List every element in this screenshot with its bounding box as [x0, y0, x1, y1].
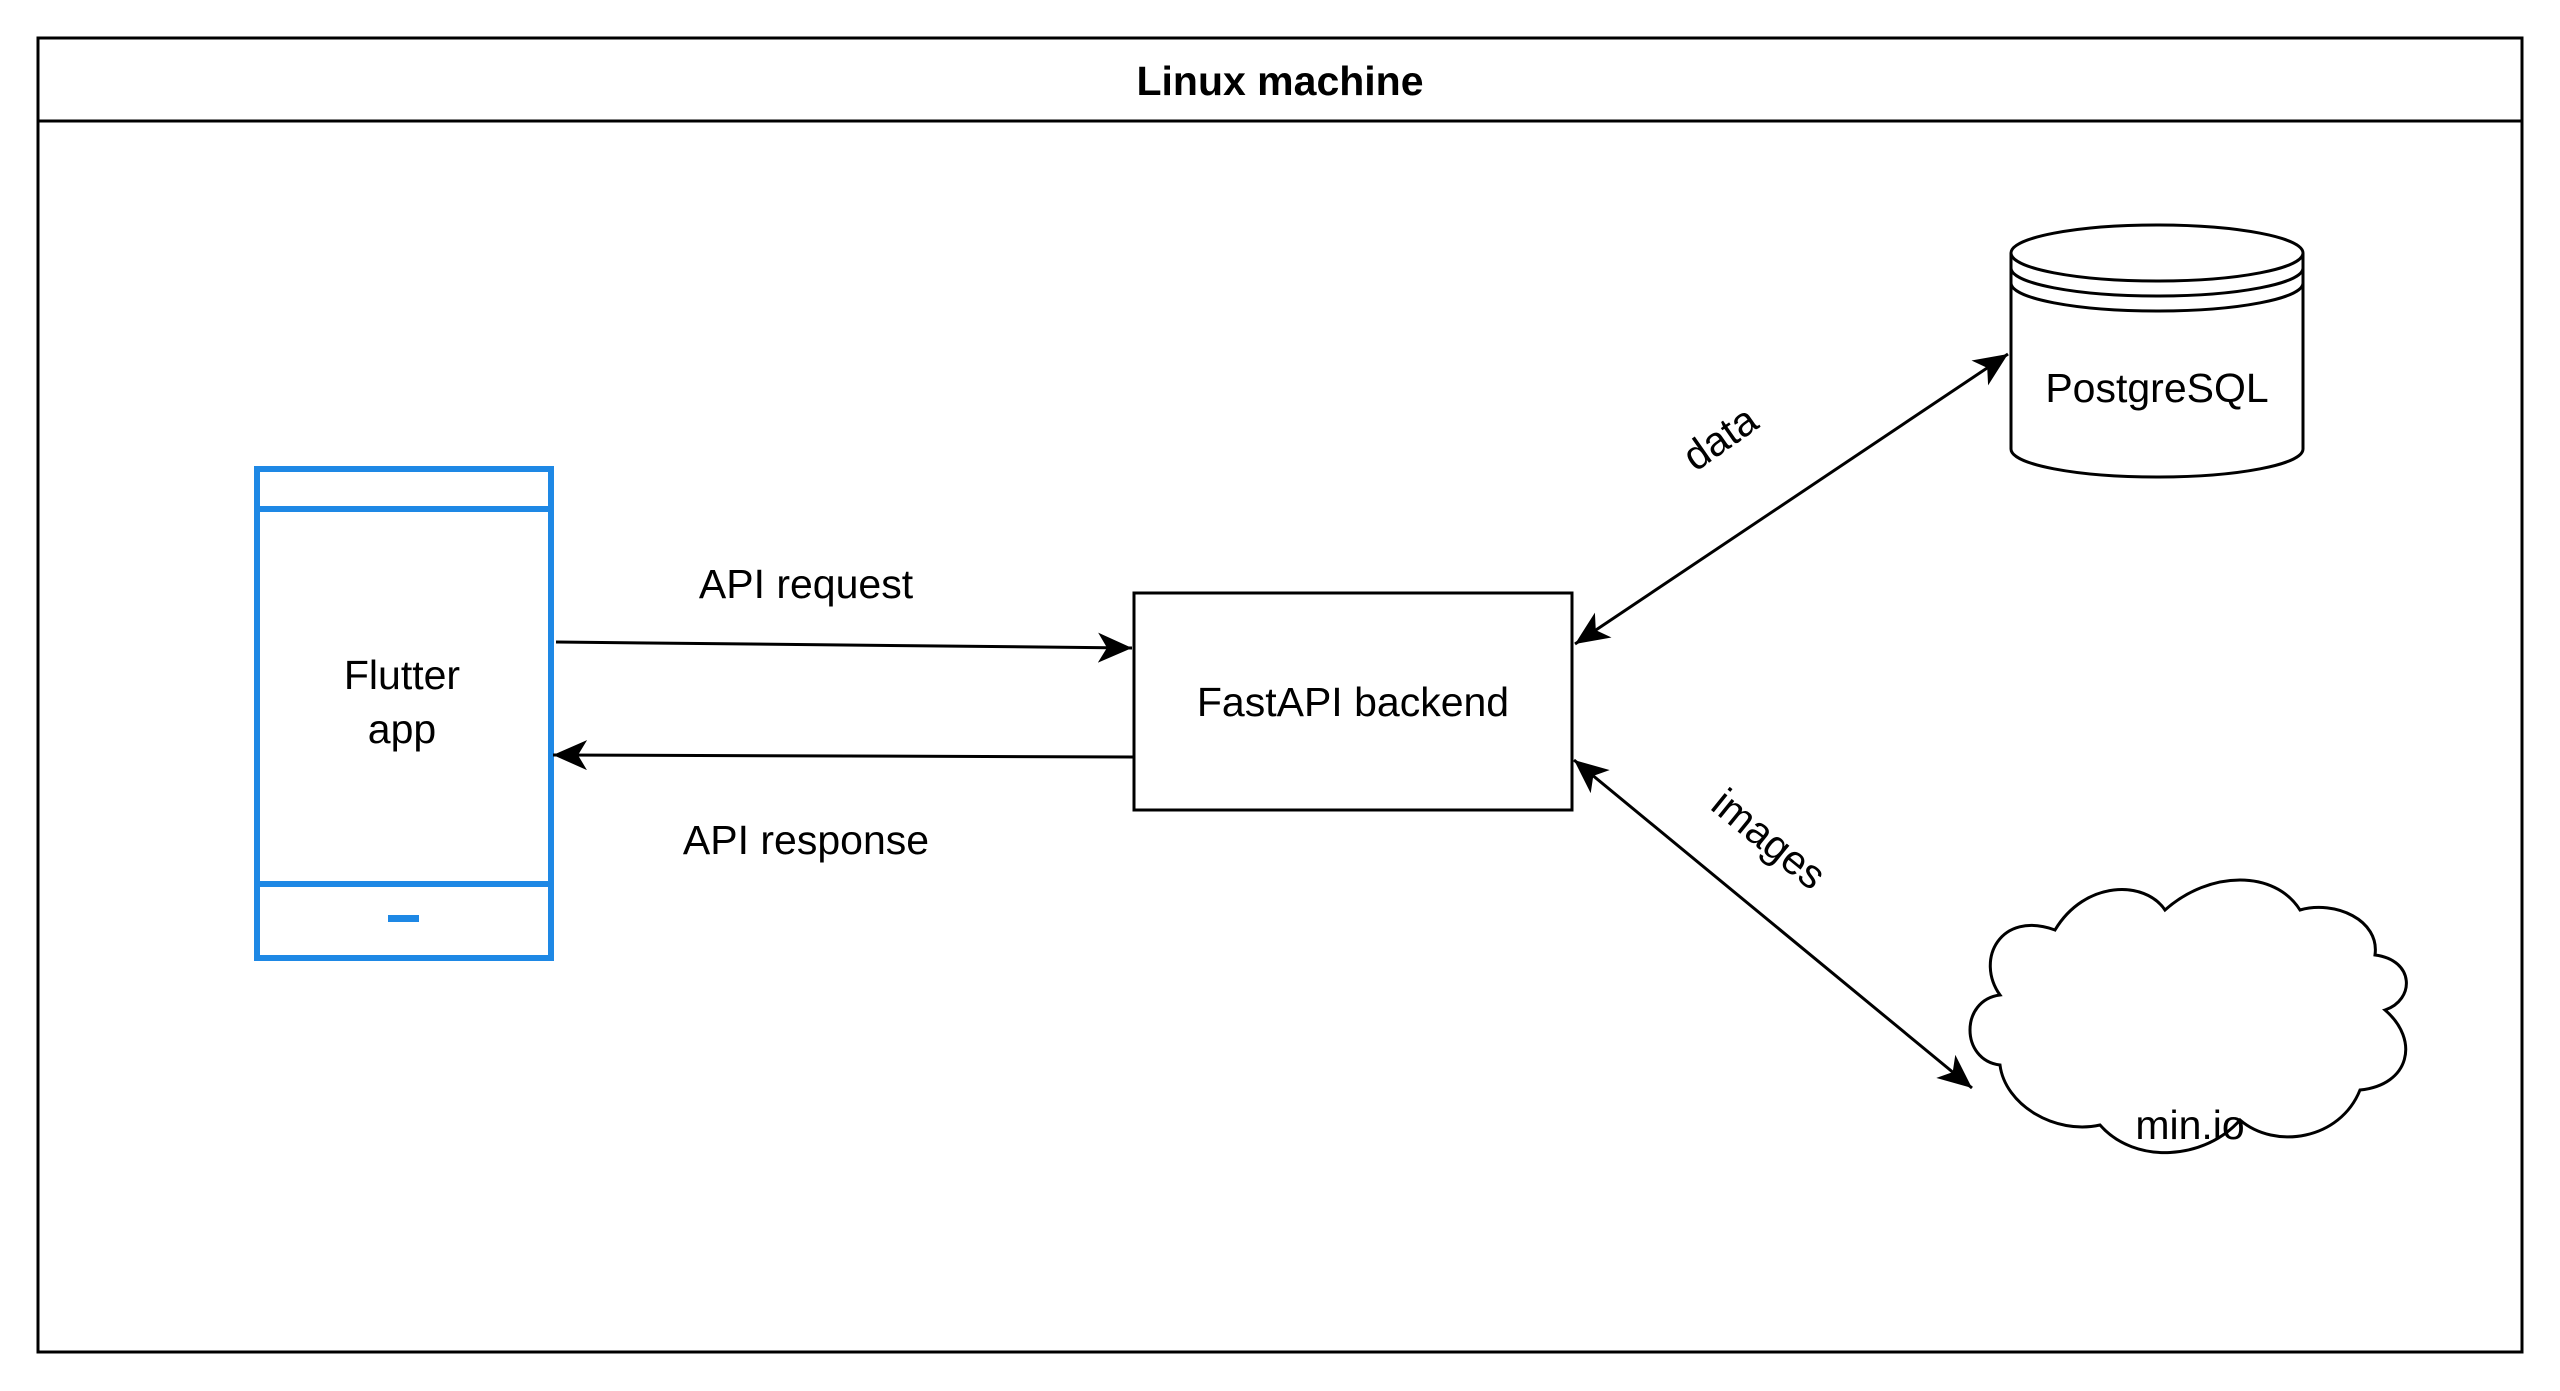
backend-label: FastAPI backend [1197, 679, 1509, 725]
database-top-ellipse [2009, 223, 2305, 283]
database-ring-1 [2009, 267, 2305, 298]
flutter-app-label-line2: app [368, 706, 436, 752]
database-ring-2 [2009, 282, 2305, 313]
postgresql-node: PostgreSQL [2009, 223, 2305, 479]
images-bidirectional-arrow [1573, 758, 1973, 1090]
api-request-label: API request [699, 561, 914, 607]
flutter-app-node: Flutter app [254, 466, 554, 961]
api-response-arrow [552, 740, 1135, 771]
edge-api-request: API request [555, 561, 1133, 663]
mobile-home-button-icon [388, 915, 419, 922]
api-request-arrow [555, 632, 1133, 663]
postgresql-label: PostgreSQL [2045, 365, 2268, 411]
minio-node: min.io [1968, 878, 2408, 1154]
database-cylinder-icon [2009, 253, 2305, 479]
minio-label: min.io [2135, 1102, 2244, 1148]
mobile-device-icon [254, 466, 554, 961]
fastapi-backend-node: FastAPI backend [1132, 591, 1574, 812]
api-response-label: API response [683, 817, 929, 863]
cloud-icon [1968, 878, 2408, 1154]
data-bidirectional-arrow [1574, 352, 2009, 646]
backend-box [1132, 591, 1574, 812]
flutter-app-label-line1: Flutter [344, 652, 460, 698]
edge-api-response: API response [552, 740, 1135, 863]
container-title: Linux machine [1136, 58, 1423, 104]
